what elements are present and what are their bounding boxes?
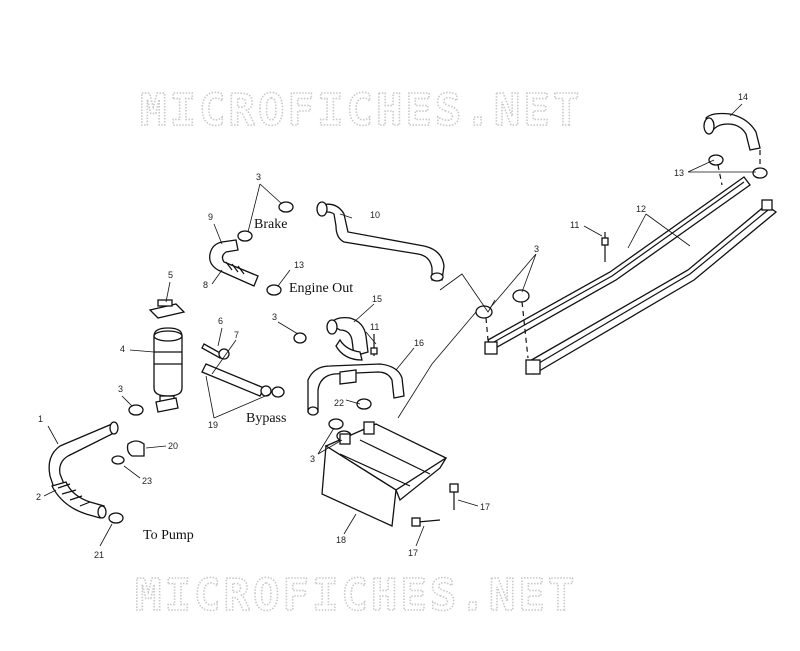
part-12-rail-lower bbox=[525, 199, 778, 375]
callout-11-upper: 11 bbox=[570, 220, 579, 230]
part-10-hose bbox=[316, 201, 445, 282]
callout-14: 14 bbox=[738, 92, 748, 102]
part-17-fastener-a bbox=[449, 483, 459, 510]
label-to-pump: To Pump bbox=[143, 528, 194, 543]
part-1-hose bbox=[48, 421, 119, 489]
part-15-elbow bbox=[326, 316, 369, 361]
part-6-tube bbox=[201, 343, 223, 359]
part-11-bolt-upper bbox=[601, 232, 609, 262]
part-19-clamp-a bbox=[218, 348, 230, 360]
part-3-clamps-rail bbox=[475, 289, 530, 319]
part-21-clamp bbox=[108, 512, 124, 524]
part-16-hose bbox=[307, 363, 405, 416]
label-engine-out: Engine Out bbox=[289, 281, 353, 296]
part-7-tube bbox=[201, 363, 265, 397]
callout-5: 5 bbox=[168, 270, 173, 280]
callout-9: 9 bbox=[208, 212, 213, 222]
part-19-clamp-b bbox=[271, 386, 285, 398]
callout-7: 7 bbox=[234, 330, 239, 340]
callout-19: 19 bbox=[208, 420, 218, 430]
callout-1: 1 bbox=[38, 414, 43, 424]
leader-lines bbox=[43, 103, 756, 547]
callout-13-engine: 13 bbox=[294, 260, 304, 270]
reservoir-fitting bbox=[155, 397, 179, 413]
callout-21: 21 bbox=[94, 550, 104, 560]
part-2-bellows bbox=[51, 481, 107, 519]
callout-12: 12 bbox=[636, 204, 646, 214]
part-20-fitting bbox=[126, 440, 145, 457]
callout-17-a: 17 bbox=[480, 502, 490, 512]
dash-line-rail-a bbox=[485, 317, 489, 341]
label-bypass: Bypass bbox=[246, 411, 286, 426]
callout-20: 20 bbox=[168, 441, 178, 451]
zigzag-line-tank bbox=[397, 311, 477, 419]
callout-3-rail: 3 bbox=[534, 244, 539, 254]
callout-4: 4 bbox=[120, 344, 125, 354]
part-3-clamp-brake bbox=[278, 201, 294, 213]
callout-3-upper: 3 bbox=[272, 312, 277, 322]
dash-line-rail-b bbox=[521, 301, 529, 359]
callout-3-left: 3 bbox=[118, 384, 123, 394]
dash-line-13 bbox=[717, 164, 723, 186]
part-4-reservoir bbox=[153, 327, 183, 409]
callout-10: 10 bbox=[370, 210, 380, 220]
callout-23: 23 bbox=[142, 476, 152, 486]
callout-3-brake: 3 bbox=[256, 172, 261, 182]
callout-11-lower: 11 bbox=[370, 322, 379, 332]
part-18-tank bbox=[321, 421, 448, 527]
label-brake: Brake bbox=[254, 217, 287, 232]
part-11-head bbox=[370, 347, 378, 355]
rail-fitting-left bbox=[484, 341, 498, 355]
callout-13-upper: 13 bbox=[674, 168, 684, 178]
part-14-hose bbox=[703, 112, 761, 151]
part-23-washer bbox=[111, 455, 125, 465]
callout-8: 8 bbox=[203, 280, 208, 290]
part-13-clamp-engine bbox=[266, 284, 282, 296]
callout-15: 15 bbox=[372, 294, 382, 304]
callout-17-b: 17 bbox=[408, 548, 418, 558]
callout-22: 22 bbox=[334, 398, 344, 408]
callout-3-tank: 3 bbox=[310, 454, 315, 464]
callout-18: 18 bbox=[336, 535, 346, 545]
part-5-cap bbox=[148, 299, 186, 319]
part-17-fastener-b bbox=[411, 517, 441, 527]
watermark-bottom: MICROFICHES.NET bbox=[135, 570, 577, 621]
watermark-top: MICROFICHES.NET bbox=[140, 85, 582, 136]
part-8-hose bbox=[209, 239, 259, 287]
callout-6: 6 bbox=[218, 316, 223, 326]
part-13-clamp-upper bbox=[708, 154, 768, 179]
part-9-clamp bbox=[237, 230, 253, 242]
part-3-clamp-upper bbox=[293, 332, 307, 344]
part-3-clamp-left bbox=[128, 404, 144, 416]
part-3-clamp-tank-a bbox=[328, 418, 344, 430]
callout-16: 16 bbox=[414, 338, 424, 348]
part-22-clamp bbox=[356, 398, 372, 410]
callout-2: 2 bbox=[36, 492, 41, 502]
